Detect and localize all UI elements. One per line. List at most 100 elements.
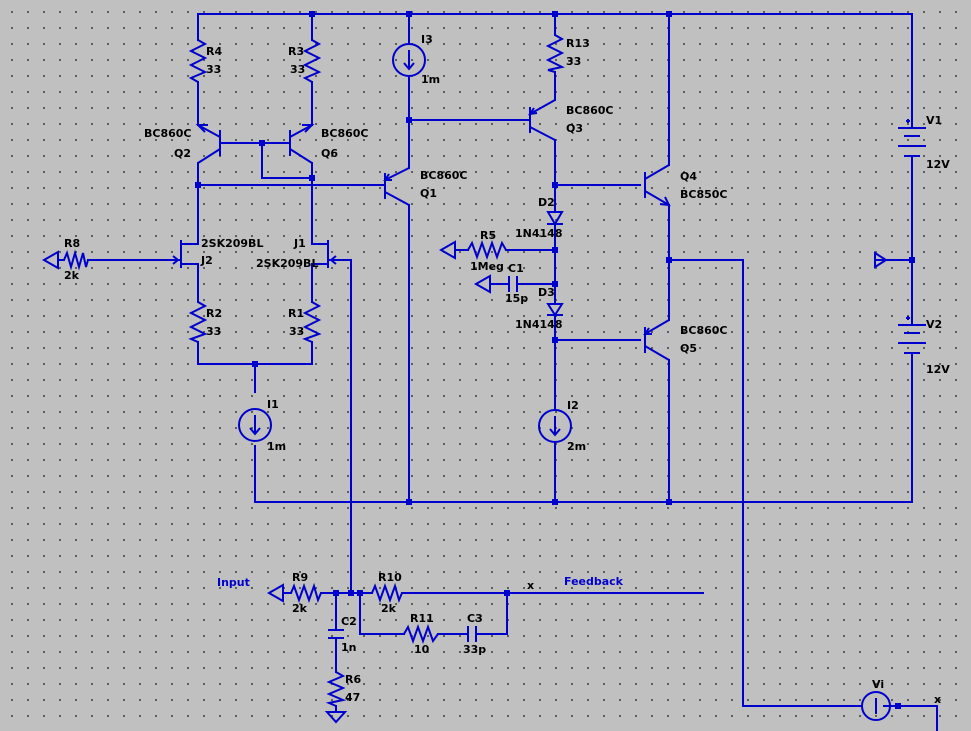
transistor-model: BC860C [321,127,369,140]
resistor-ref: R3 [288,45,304,58]
source-ref: I1 [267,398,279,411]
capacitor-value: 15p [505,292,528,305]
capacitor-ref: C1 [508,262,524,275]
capacitor-value: 1n [341,641,357,654]
ground-symbol [473,274,491,294]
resistor-value: 10 [414,643,430,656]
diode-ref: D2 [538,196,555,209]
net-label-x: x [527,579,534,592]
current-source-i2[interactable]: I2 2m [538,399,586,453]
transistor-q4[interactable]: Q4 BC850C [644,164,728,207]
resistor-ref: R10 [378,571,402,584]
resistor-value: 2k [64,269,80,282]
resistor-r9[interactable]: R9 2k [290,571,322,615]
transistor-ref: J1 [293,237,306,250]
transistor-q2[interactable]: BC860C Q2 [144,124,221,164]
transistor-ref: Q3 [566,122,583,135]
net-label-x: x [934,693,941,706]
transistor-j2[interactable]: 2SK209BL J2 [172,237,263,272]
transistor-ref: Q6 [321,147,338,160]
resistor-r4[interactable]: R4 33 [188,39,222,83]
resistor-value: 2k [381,602,397,615]
source-value: 1m [267,440,286,453]
source-ref: V2 [926,318,942,331]
resistor-value: 33 [290,63,305,76]
capacitor-c2[interactable]: C2 1n [328,615,357,654]
resistor-ref: R5 [480,229,496,242]
resistor-ref: R9 [292,571,308,584]
ground-symbol [324,711,348,724]
transistor-model: 2SK209BL [201,237,263,250]
resistor-value: 33 [289,325,304,338]
resistor-r1[interactable]: R1 33 [288,301,322,343]
current-source-i1[interactable]: I1 1m [238,398,286,453]
capacitor-ref: C2 [341,615,357,628]
transistor-q3[interactable]: BC860C Q3 [527,99,614,141]
junctions [195,11,915,709]
resistor-r6[interactable]: R6 47 [325,671,361,707]
resistor-value: 47 [345,691,360,704]
source-value: 12V [926,363,950,376]
ground-symbol [438,240,456,260]
resistor-value: 33 [206,63,221,76]
voltage-source-v2[interactable]: V2 12V [898,316,950,376]
capacitor-value: 33p [463,643,486,656]
transistor-ref: Q1 [420,187,437,200]
resistor-ref: R11 [410,612,434,625]
diode-d3[interactable]: D3 1N4148 [515,286,564,331]
resistor-ref: R13 [566,37,590,50]
ground-symbol [41,250,59,270]
wires [57,13,938,731]
diode-model: 1N4148 [515,318,562,331]
source-ref: I3 [421,33,433,46]
resistor-r5[interactable]: R5 1Meg [467,229,507,273]
net-label-feedback: Feedback [564,575,624,588]
resistor-r13[interactable]: R13 33 [545,34,590,73]
source-value: 1m [421,73,440,86]
resistor-r2[interactable]: R2 33 [188,301,222,343]
resistor-value: 2k [292,602,308,615]
diode-model: 1N4148 [515,227,562,240]
transistor-q1[interactable]: BC860C Q1 [383,167,468,206]
current-source-i3[interactable]: I3 1m [392,33,440,86]
resistor-value: 33 [206,325,221,338]
resistor-ref: R6 [345,673,361,686]
transistor-ref: J2 [200,254,213,267]
transistor-model: BC860C [144,127,192,140]
source-value: 12V [926,158,950,171]
ground-symbol [266,583,284,603]
transistor-q6[interactable]: BC860C Q6 [289,124,369,164]
capacitor-ref: C3 [467,612,483,625]
net-label-input: Input [217,576,250,589]
transistor-model: BC850C [680,188,728,201]
resistor-ref: R2 [206,307,222,320]
resistor-r10[interactable]: R10 2k [371,571,403,615]
diode-d2[interactable]: D2 1N4148 [515,196,564,240]
voltage-source-v1[interactable]: V1 12V [898,114,950,171]
transistor-model: BC860C [566,104,614,117]
resistor-value: 33 [566,55,581,68]
diode-ref: D3 [538,286,555,299]
resistor-ref: R4 [206,45,222,58]
resistor-r3[interactable]: R3 33 [288,39,322,83]
capacitor-c3[interactable]: C3 33p [463,612,486,656]
source-value: 2m [567,440,586,453]
transistor-model: 2SK209BL [256,257,318,270]
source-ref: Vi [872,678,884,691]
capacitor-c1[interactable]: C1 15p [505,262,528,305]
source-ref: V1 [926,114,942,127]
voltage-source-vi[interactable]: Vi [861,678,891,721]
ground-symbol [874,251,888,269]
transistor-j1[interactable]: J1 2SK209BL [256,237,337,272]
resistor-r11[interactable]: R11 10 [403,612,439,656]
transistor-model: BC860C [680,324,728,337]
resistor-value: 1Meg [470,260,504,273]
transistor-ref: Q4 [680,170,697,183]
transistor-ref: Q5 [680,342,697,355]
resistor-r8[interactable]: R8 2k [63,237,89,282]
transistor-ref: Q2 [174,147,191,160]
resistor-ref: R1 [288,307,304,320]
transistor-q5[interactable]: BC860C Q5 [643,319,728,361]
transistor-model: BC860C [420,169,468,182]
